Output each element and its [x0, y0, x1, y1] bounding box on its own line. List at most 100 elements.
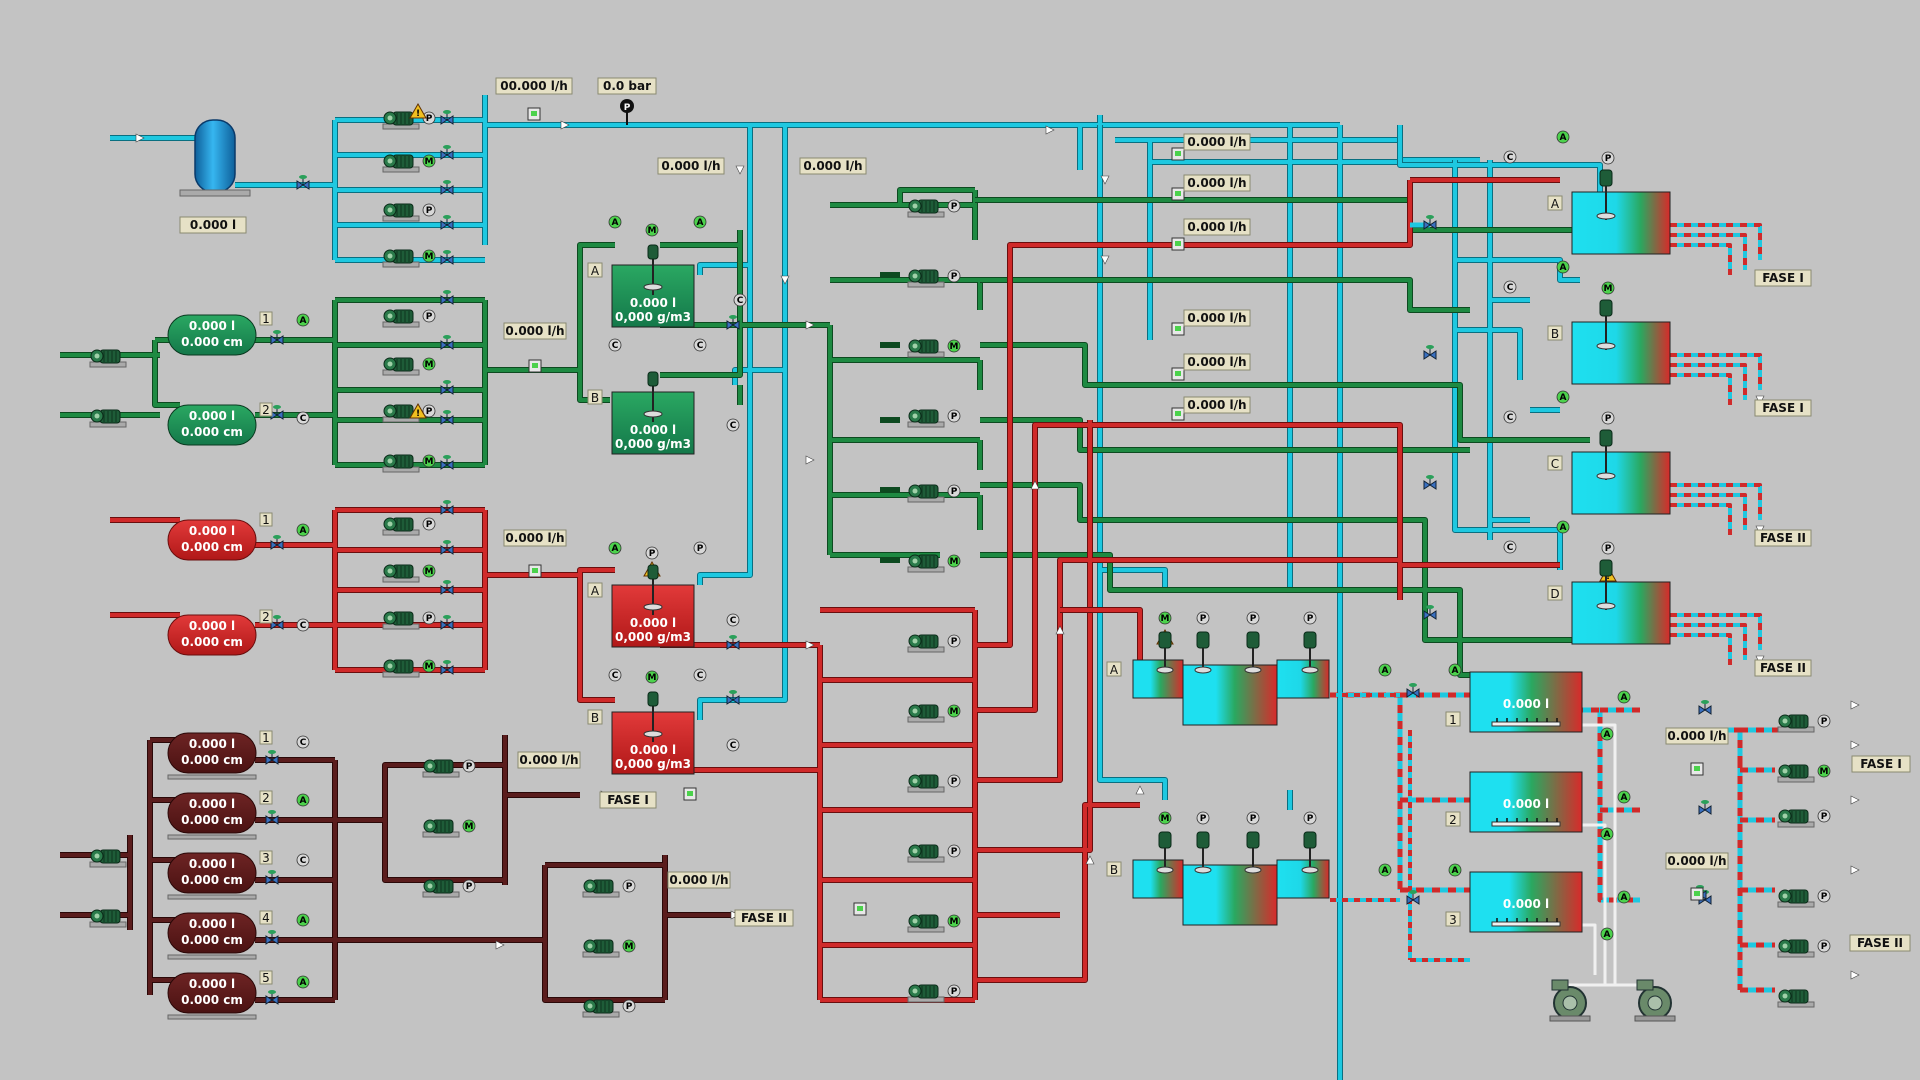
- water-tank[interactable]: [194, 119, 236, 193]
- mode-badge-icon[interactable]: C: [726, 738, 740, 752]
- valve-icon[interactable]: [440, 250, 454, 265]
- valve-icon[interactable]: [440, 215, 454, 230]
- mode-badge-icon[interactable]: C: [1503, 150, 1517, 164]
- valve-icon[interactable]: [1423, 475, 1437, 490]
- valve-icon[interactable]: [440, 615, 454, 630]
- pump-icon[interactable]: [1777, 714, 1815, 733]
- mode-badge-icon[interactable]: A: [1556, 520, 1570, 534]
- valve-icon[interactable]: [265, 930, 279, 945]
- valve-icon[interactable]: [440, 660, 454, 675]
- mode-badge-icon[interactable]: C: [726, 613, 740, 627]
- mode-badge-icon[interactable]: C: [1503, 540, 1517, 554]
- pump-icon[interactable]: [1777, 889, 1815, 908]
- valve-icon[interactable]: [1406, 683, 1420, 698]
- mode-badge-icon[interactable]: P: [1817, 714, 1831, 728]
- mode-badge-icon[interactable]: M: [947, 554, 961, 568]
- mode-badge-icon[interactable]: P: [1817, 939, 1831, 953]
- pump-icon[interactable]: [582, 999, 620, 1018]
- pump-icon[interactable]: [1777, 764, 1815, 783]
- mixing-tank[interactable]: 0.000 l0,000 g/m3A: [587, 244, 695, 328]
- pump-icon[interactable]: [382, 611, 420, 630]
- mode-badge-icon[interactable]: A: [296, 523, 310, 537]
- final-tank[interactable]: 0.000 l3: [1445, 871, 1583, 933]
- valve-icon[interactable]: [440, 410, 454, 425]
- valve-icon[interactable]: [265, 810, 279, 825]
- final-tank[interactable]: 0.000 l2: [1445, 771, 1583, 833]
- mode-badge-icon[interactable]: M: [422, 659, 436, 673]
- mode-badge-icon[interactable]: M: [422, 154, 436, 168]
- pump-icon[interactable]: [1777, 809, 1815, 828]
- mode-badge-icon[interactable]: M: [1158, 811, 1172, 825]
- mode-badge-icon[interactable]: A: [1556, 390, 1570, 404]
- pump-icon[interactable]: [89, 909, 127, 928]
- mode-badge-icon[interactable]: P: [947, 199, 961, 213]
- pump-icon[interactable]: [582, 939, 620, 958]
- mode-badge-icon[interactable]: P: [693, 541, 707, 555]
- pump-icon[interactable]: [382, 154, 420, 173]
- pump-icon[interactable]: [907, 484, 945, 503]
- mode-badge-icon[interactable]: P: [947, 774, 961, 788]
- blower-fan-icon[interactable]: [1549, 979, 1591, 1022]
- mode-badge-icon[interactable]: A: [1378, 663, 1392, 677]
- valve-icon[interactable]: [1406, 890, 1420, 905]
- red-tank-1[interactable]: [167, 519, 257, 561]
- pump-icon[interactable]: [89, 849, 127, 868]
- mode-badge-icon[interactable]: A: [296, 975, 310, 989]
- pump-icon[interactable]: [382, 249, 420, 268]
- red-tank-2[interactable]: [167, 614, 257, 656]
- pump-icon[interactable]: [89, 409, 127, 428]
- valve-icon[interactable]: [440, 380, 454, 395]
- mode-badge-icon[interactable]: A: [296, 913, 310, 927]
- valve-icon[interactable]: [270, 330, 284, 345]
- pump-icon[interactable]: [907, 984, 945, 1003]
- valve-icon[interactable]: [440, 500, 454, 515]
- mode-badge-icon[interactable]: A: [1556, 260, 1570, 274]
- mode-badge-icon[interactable]: C: [296, 618, 310, 632]
- pump-icon[interactable]: [907, 704, 945, 723]
- valve-icon[interactable]: [265, 990, 279, 1005]
- mode-badge-icon[interactable]: A: [1600, 727, 1614, 741]
- pump-icon[interactable]: [89, 349, 127, 368]
- blower-fan-icon[interactable]: [1634, 979, 1676, 1022]
- mode-badge-icon[interactable]: C: [726, 418, 740, 432]
- pump-icon[interactable]: [907, 914, 945, 933]
- mode-badge-icon[interactable]: P: [645, 546, 659, 560]
- pump-icon[interactable]: [382, 203, 420, 222]
- valve-icon[interactable]: [440, 455, 454, 470]
- mixing-tank[interactable]: 0.000 l0,000 g/m3B: [587, 691, 695, 775]
- mode-badge-icon[interactable]: C: [733, 293, 747, 307]
- mode-badge-icon[interactable]: C: [693, 338, 707, 352]
- mode-badge-icon[interactable]: C: [296, 735, 310, 749]
- mode-badge-icon[interactable]: A: [296, 793, 310, 807]
- mode-badge-icon[interactable]: A: [1600, 827, 1614, 841]
- mode-badge-icon[interactable]: P: [1246, 811, 1260, 825]
- mode-badge-icon[interactable]: P: [422, 203, 436, 217]
- valve-icon[interactable]: [726, 635, 740, 650]
- mode-badge-icon[interactable]: P: [622, 879, 636, 893]
- valve-icon[interactable]: [440, 110, 454, 125]
- mode-badge-icon[interactable]: C: [296, 411, 310, 425]
- mode-badge-icon[interactable]: M: [645, 670, 659, 684]
- mode-badge-icon[interactable]: A: [1448, 663, 1462, 677]
- brown-tank[interactable]: 0.000 l0.000 cm3: [167, 850, 273, 900]
- pump-icon[interactable]: [582, 879, 620, 898]
- mode-badge-icon[interactable]: P: [1601, 411, 1615, 425]
- valve-icon[interactable]: [265, 750, 279, 765]
- pump-icon[interactable]: [382, 357, 420, 376]
- pump-icon[interactable]: [1777, 989, 1815, 1008]
- mode-badge-icon[interactable]: M: [947, 704, 961, 718]
- valve-icon[interactable]: [440, 145, 454, 160]
- pump-icon[interactable]: [382, 111, 420, 130]
- mode-badge-icon[interactable]: M: [1817, 764, 1831, 778]
- mode-badge-icon[interactable]: P: [1601, 541, 1615, 555]
- pump-icon[interactable]: [907, 269, 945, 288]
- final-tank[interactable]: 0.000 l1: [1445, 671, 1583, 733]
- mode-badge-icon[interactable]: C: [1503, 280, 1517, 294]
- mode-badge-icon[interactable]: P: [947, 484, 961, 498]
- pump-icon[interactable]: [907, 774, 945, 793]
- mode-badge-icon[interactable]: A: [1448, 863, 1462, 877]
- mode-badge-icon[interactable]: P: [1196, 811, 1210, 825]
- pump-icon[interactable]: [382, 517, 420, 536]
- mode-badge-icon[interactable]: M: [422, 357, 436, 371]
